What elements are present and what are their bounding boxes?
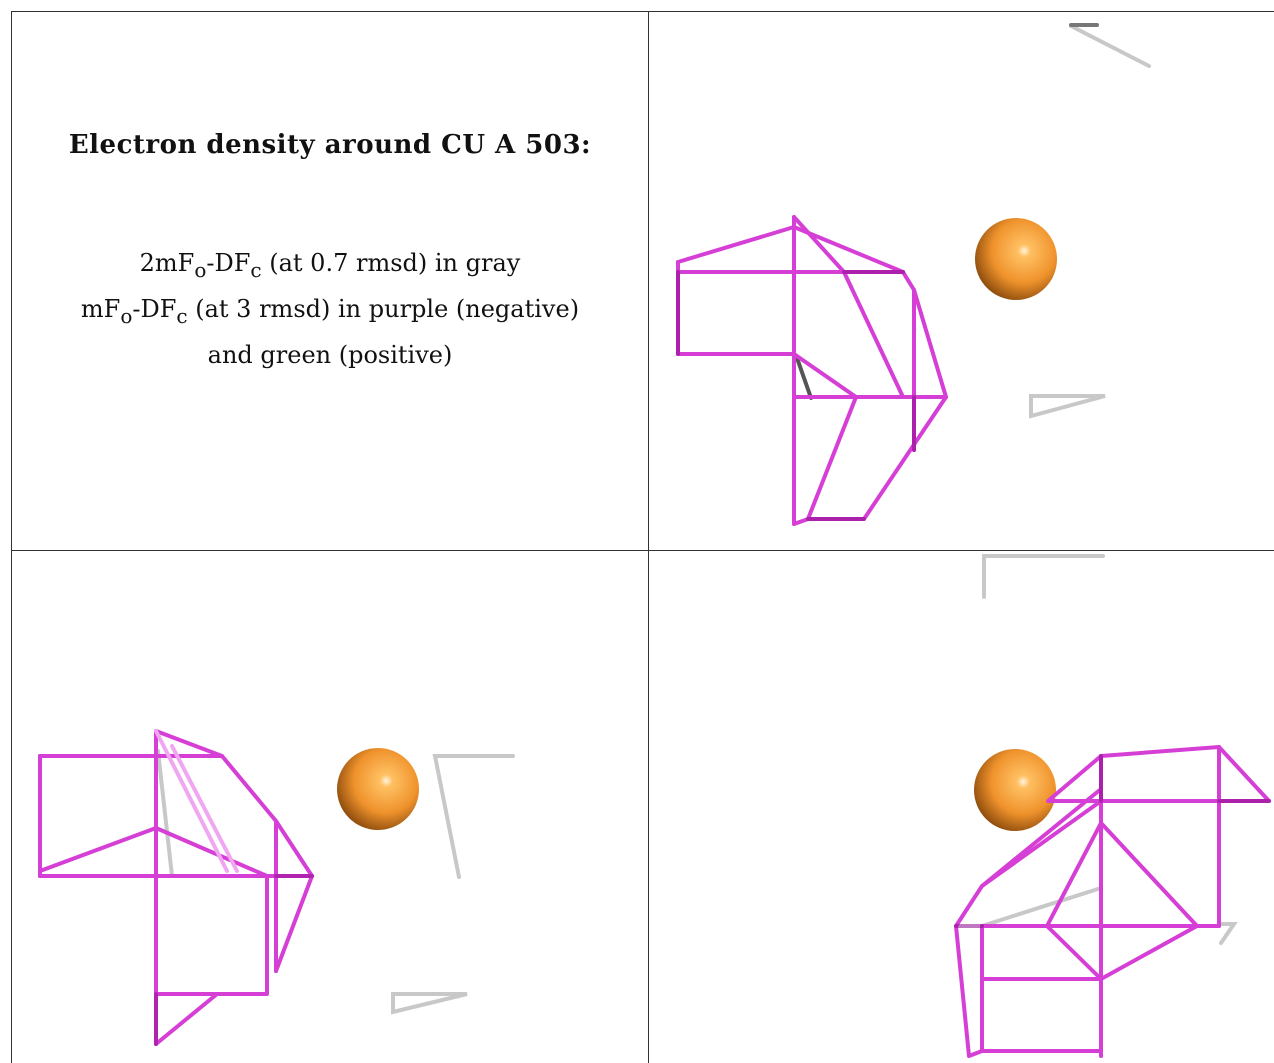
copper-atom — [975, 218, 1057, 300]
legend-line-green: and green (positive) — [207, 340, 453, 369]
purple-negative-mesh — [38, 729, 314, 1046]
legend-line-2fofc: 2mFo-DFc (at 0.7 rmsd) in gray — [139, 249, 521, 282]
purple-negative-mesh — [954, 745, 1271, 1058]
legend-line-fofc: mFo-DFc (at 3 rmsd) in purple (negative) — [80, 294, 580, 328]
purple-negative-mesh — [676, 215, 948, 526]
purple-negative-mesh-light — [154, 729, 239, 873]
purple-negative-mesh-shadow — [154, 874, 314, 1046]
grid-divider-horizontal — [11, 550, 1274, 551]
grid-divider-vertical — [648, 11, 649, 1063]
purple-negative-mesh-shadow — [676, 270, 916, 521]
copper-atom — [974, 749, 1056, 831]
gray-map-mesh — [156, 749, 515, 1015]
gray-map-mesh — [795, 23, 1151, 419]
caption-title: Electron density around CU A 503: — [68, 130, 592, 160]
purple-negative-mesh-shadow — [954, 754, 1271, 928]
density-view-bottom-left — [38, 729, 515, 1046]
figure-grid — [11, 11, 1274, 1063]
caption-legend: 2mFo-DFc (at 0.7 rmsd) in gray mFo-DFc (… — [12, 244, 648, 375]
caption-panel: Electron density around CU A 503: 2mFo-D… — [12, 12, 648, 550]
density-view-top-right — [676, 23, 1151, 526]
copper-atom — [337, 748, 419, 830]
density-view-bottom-right — [954, 554, 1271, 1058]
